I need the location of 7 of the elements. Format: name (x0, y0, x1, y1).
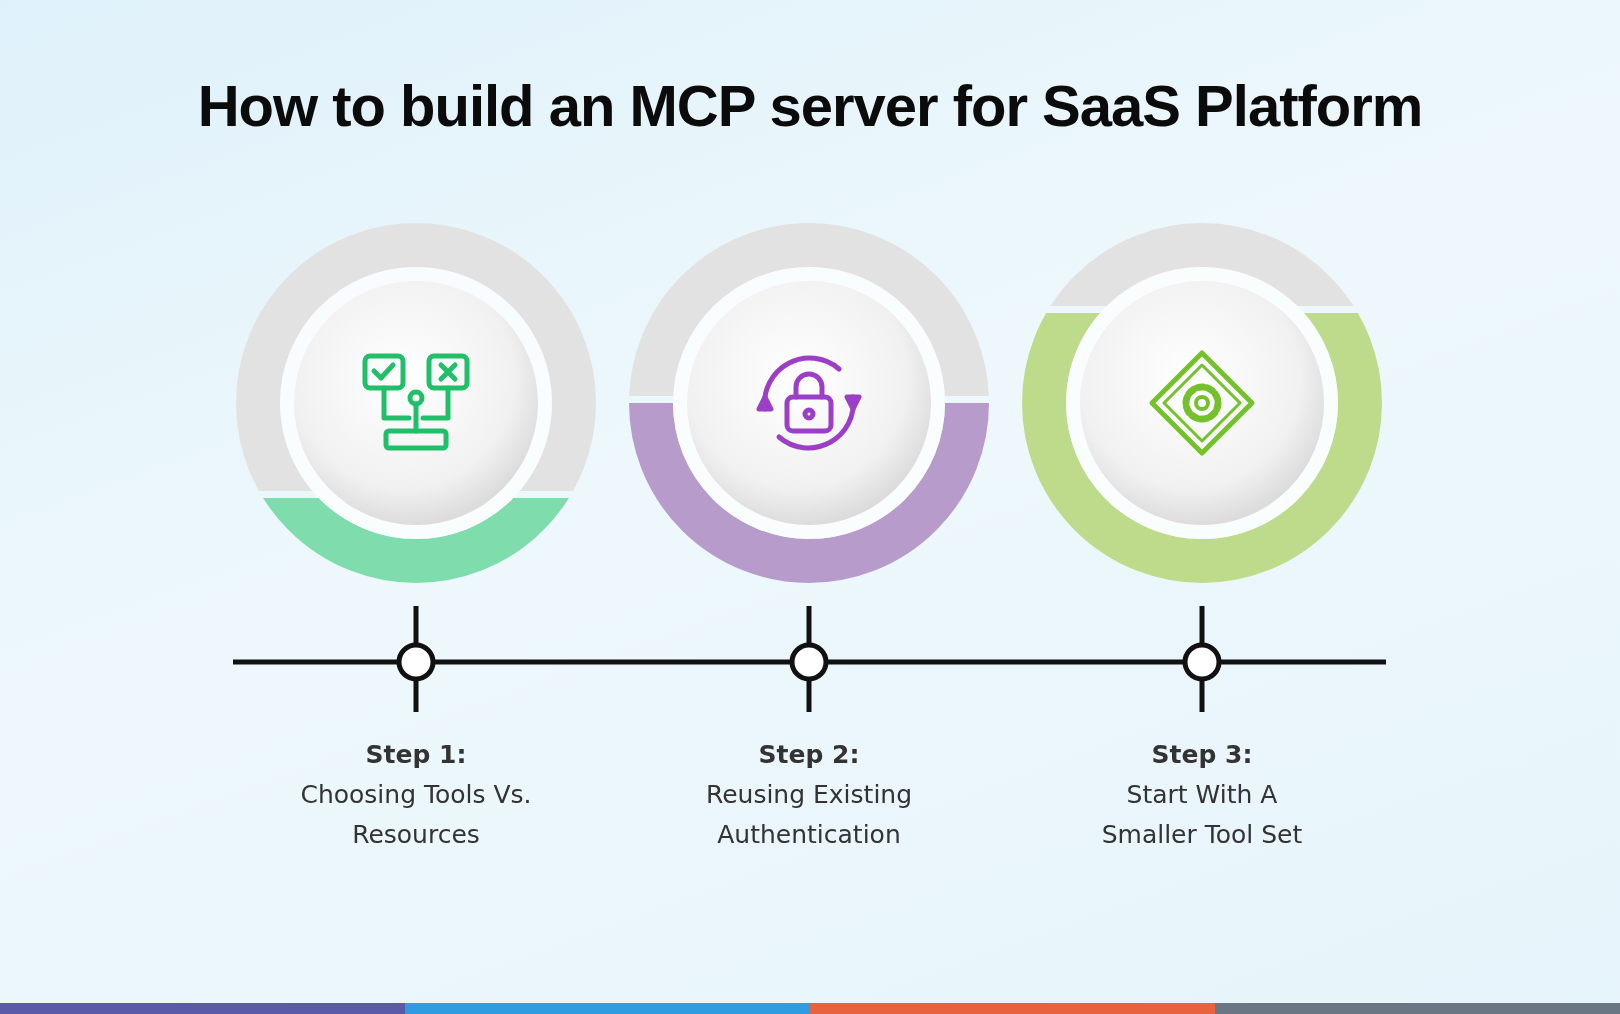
step-number: Step 2: (757, 739, 861, 771)
step-description: Choosing Tools Vs. Resources (299, 779, 533, 851)
step-description: Reusing Existing Authentication (704, 779, 914, 851)
step-description: Start With A Smaller Tool Set (1100, 779, 1304, 851)
title: How to build an MCP server for SaaS Platform (196, 72, 1424, 139)
step-number: Step 3: (1150, 739, 1254, 771)
step-number: Step 1: (364, 739, 468, 771)
